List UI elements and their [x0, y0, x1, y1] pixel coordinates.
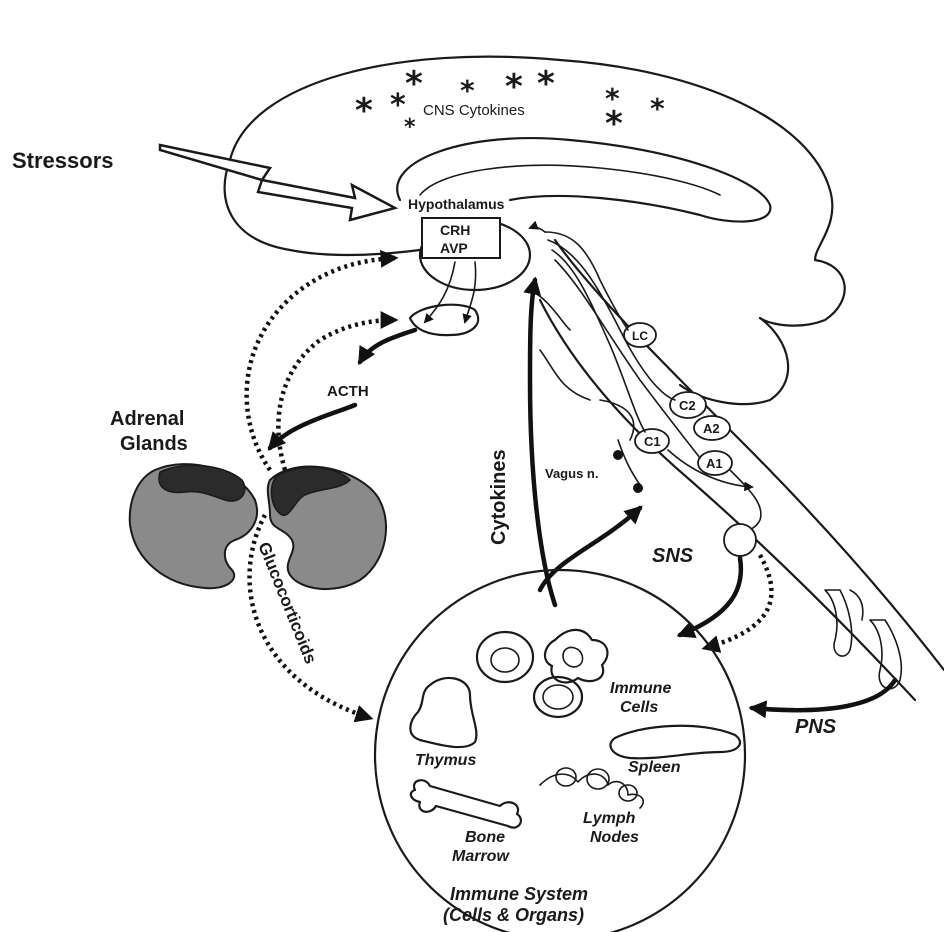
sns-label: SNS — [652, 545, 694, 567]
lymph-nodes-label-line2: Nodes — [590, 829, 639, 846]
avp-label: AVP — [440, 240, 468, 256]
acth-to-adrenal-arrow — [270, 405, 355, 448]
cytokines-label: Cytokines — [488, 449, 510, 545]
svg-text:*: * — [650, 92, 665, 125]
spleen-shape — [610, 726, 740, 759]
a1-to-sns-arrow — [730, 470, 761, 531]
immune-cells-label-line1: Immune — [610, 680, 671, 697]
acth-label: ACTH — [327, 383, 369, 400]
hypothalamus-label: Hypothalamus — [408, 196, 505, 212]
stressors-label: Stressors — [12, 148, 114, 173]
thymus-shape — [410, 678, 476, 747]
sns-ganglion — [724, 524, 756, 556]
crh-to-pituitary-arrow — [425, 262, 455, 322]
svg-text:*: * — [537, 64, 555, 104]
immune-system-circle — [375, 570, 745, 932]
fiber-to-hypothalamus-arrow — [530, 227, 545, 232]
bone-marrow-label-line2: Marrow — [452, 848, 510, 865]
bone-marrow-label-line1: Bone — [465, 829, 505, 846]
caption-line2: (Cells & Organs) — [443, 905, 584, 925]
lc-label: LC — [632, 329, 648, 343]
pituitary-acth-arrow — [360, 330, 415, 362]
a1-label: A1 — [706, 456, 723, 471]
vagus-ganglion-lower — [633, 483, 643, 493]
crh-label: CRH — [440, 222, 470, 238]
vagus-label: Vagus n. — [545, 466, 598, 481]
svg-text:*: * — [605, 104, 623, 144]
immune-cells-group — [477, 630, 607, 717]
immune-cells-label-line2: Cells — [620, 699, 658, 716]
adrenal-label-line2: Glands — [120, 433, 188, 455]
glucocorticoid-feedback-hypothalamus — [247, 258, 395, 470]
svg-text:*: * — [405, 64, 423, 104]
svg-text:*: * — [505, 67, 523, 107]
cns-cytokines-label: CNS Cytokines — [423, 102, 525, 119]
pns-label: PNS — [795, 716, 837, 738]
spleen-label: Spleen — [628, 759, 681, 776]
adrenal-gland-left — [130, 464, 257, 588]
adrenal-label-line1: Adrenal — [110, 408, 184, 430]
vagus-ganglion-upper — [613, 450, 623, 460]
c2-label: C2 — [679, 398, 696, 413]
svg-text:*: * — [355, 91, 373, 131]
c1-label: C1 — [644, 434, 661, 449]
brain-outline — [225, 57, 944, 700]
thymus-label: Thymus — [415, 752, 476, 769]
pns-to-immune-arrow — [752, 680, 895, 710]
avp-to-pituitary-arrow — [465, 262, 476, 322]
sns-dotted-to-immune-arrow — [705, 555, 771, 648]
cytokines-to-brain-arrow — [530, 280, 555, 605]
caption-line1: Immune System — [450, 884, 588, 904]
vagus-arrow — [540, 508, 640, 590]
a2-label: A2 — [703, 421, 720, 436]
lymph-nodes-label-line1: Lymph — [583, 810, 636, 827]
stressor-lightning-arrow — [160, 145, 395, 220]
svg-text:*: * — [404, 115, 416, 140]
bone-shape — [411, 780, 521, 827]
